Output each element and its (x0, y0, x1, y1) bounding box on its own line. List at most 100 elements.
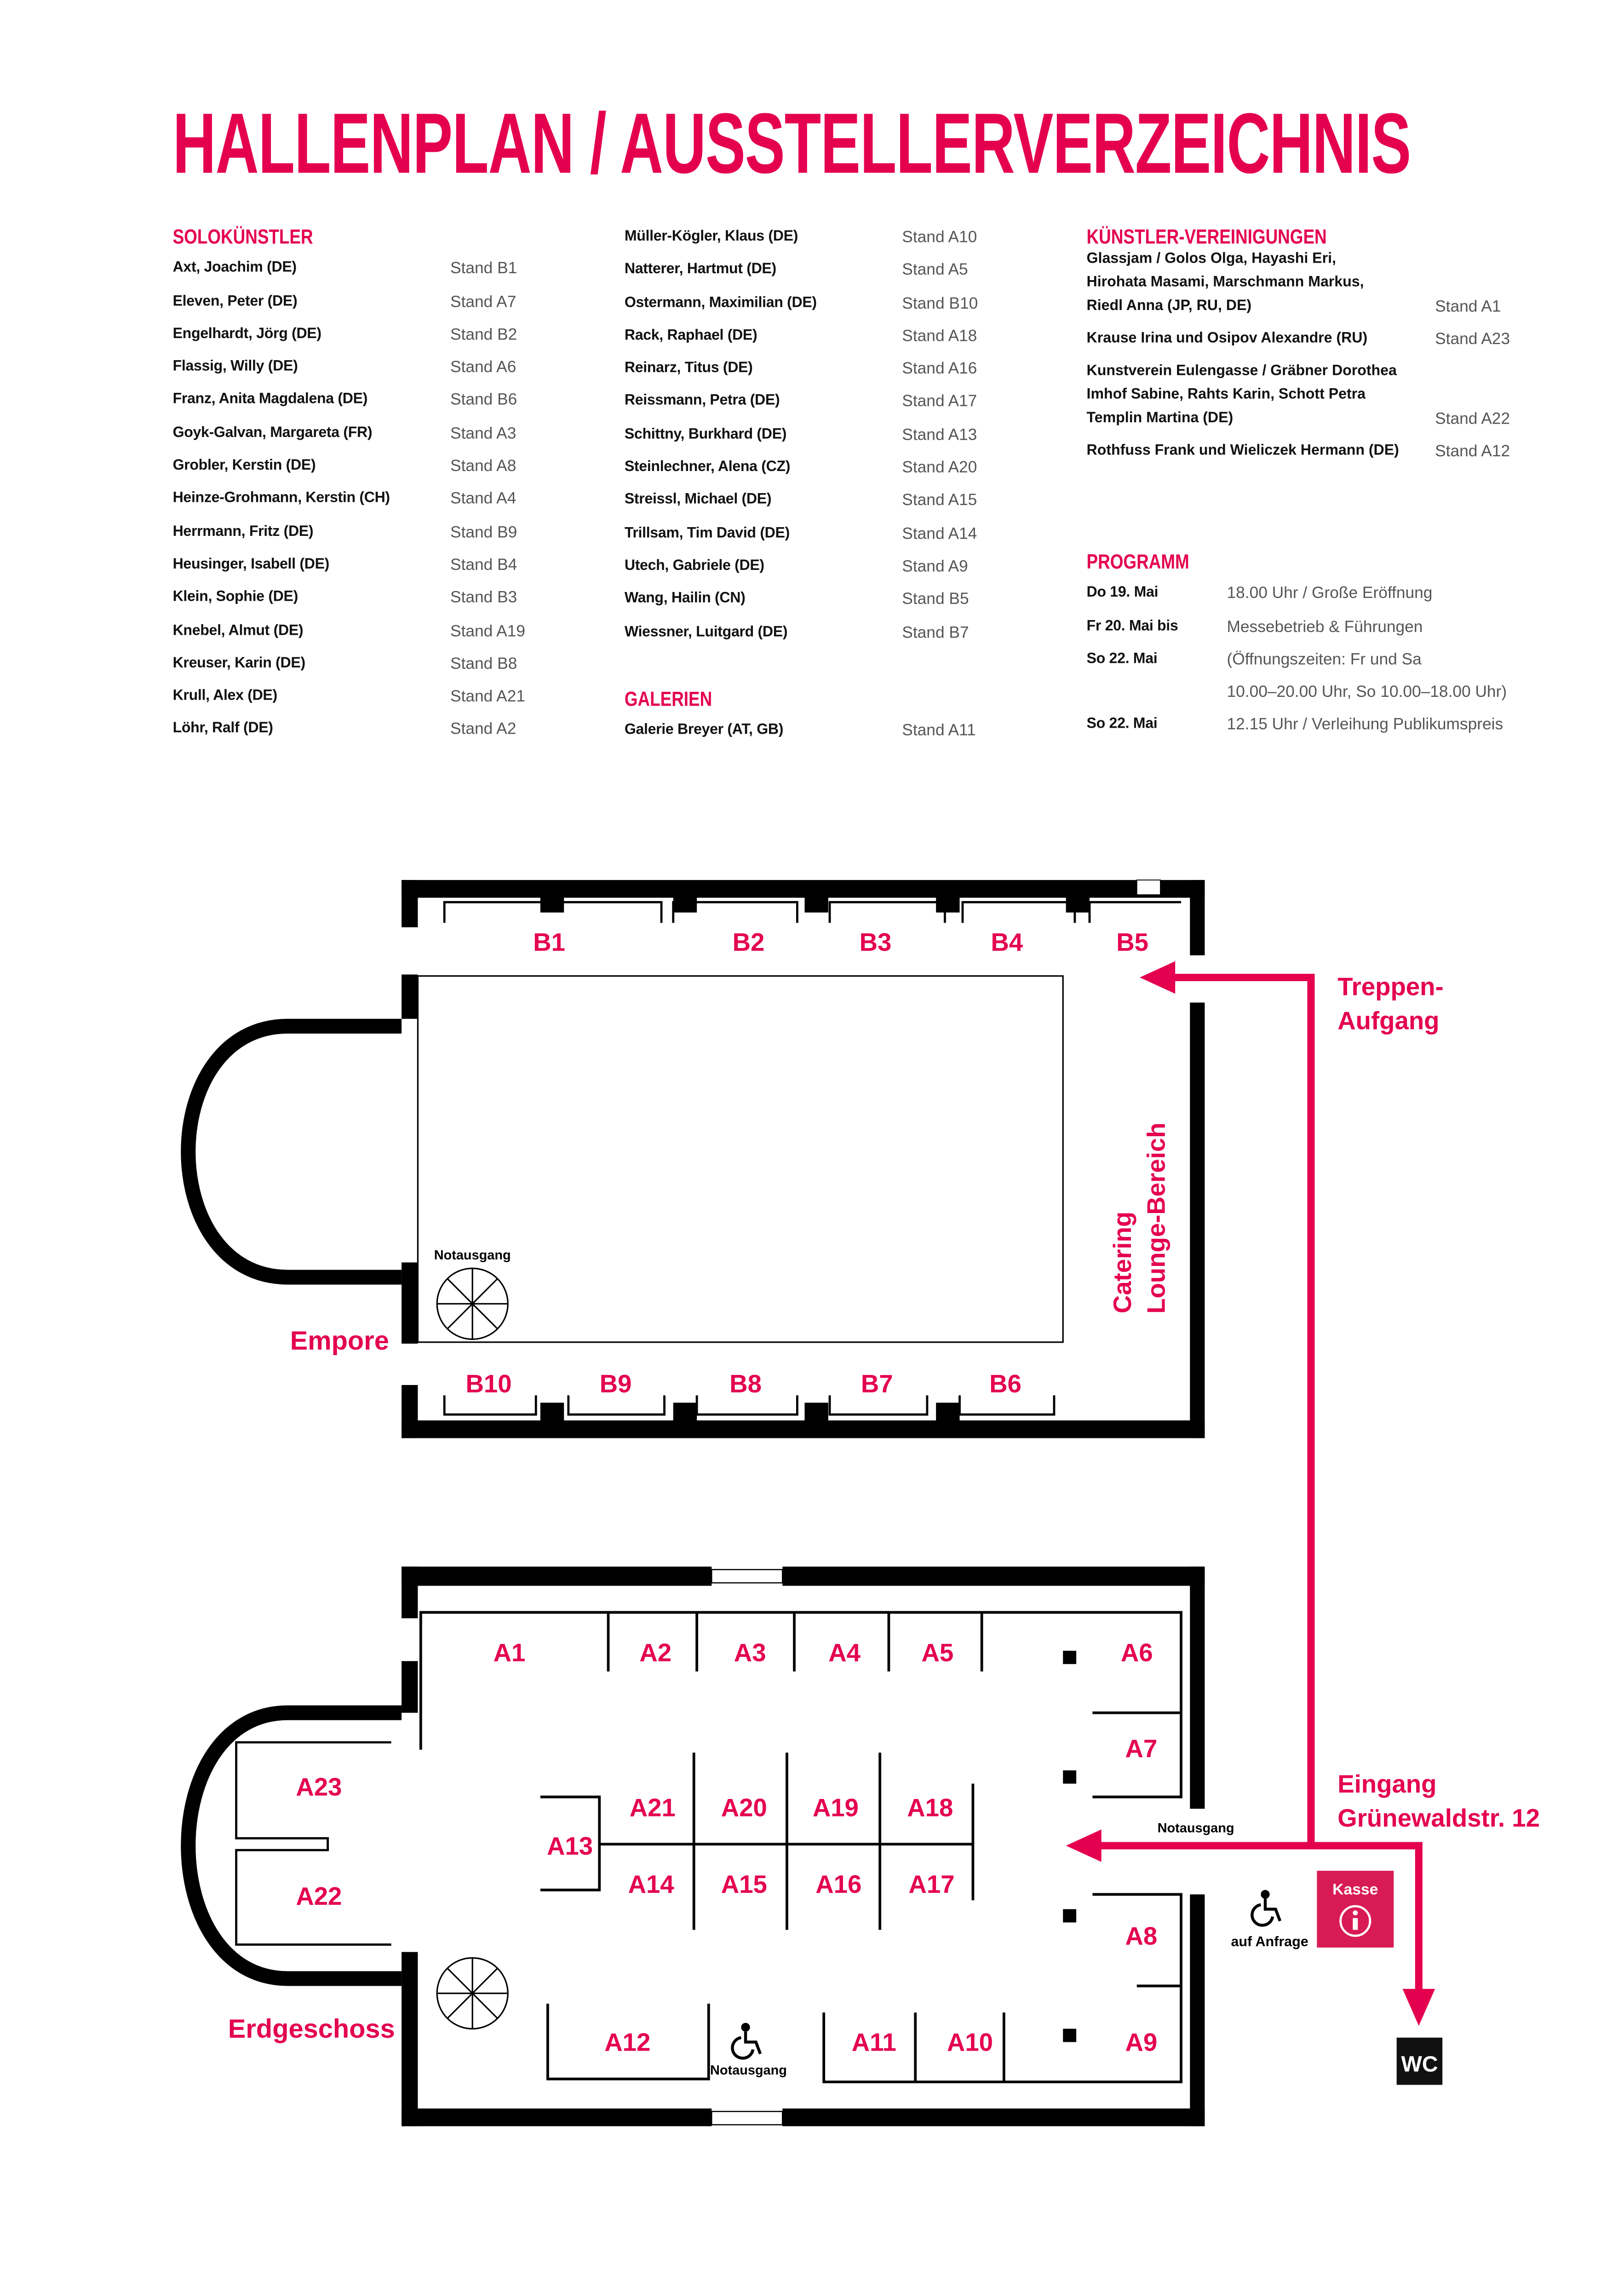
exhibitor-row: Kreuser, Karin (DE)Stand B8 (173, 648, 616, 681)
association-name-line: Glassjam / Golos Olga, Hayashi Eri, (1086, 251, 1336, 268)
stand-label-A23: A23 (296, 1773, 342, 1801)
route-arrows (1095, 973, 1423, 2001)
exhibitor-name: Kreuser, Karin (DE) (172, 655, 306, 672)
stand-number: Stand A17 (902, 393, 977, 411)
program-text: 10.00–20.00 Uhr, So 10.00–18.00 Uhr) (1227, 684, 1507, 702)
stand-number: Stand B6 (450, 392, 517, 410)
stand-label-A15: A15 (721, 1870, 767, 1898)
association-entry: Rothfuss Frank und Wieliczek Hermann (DE… (1087, 441, 1559, 464)
stand-number: Stand A19 (450, 622, 526, 640)
exhibitor-name: Utech, Gabriele (DE) (624, 558, 764, 575)
exhibitor-row: Reissmann, Petra (DE) Stand A17 (625, 386, 1067, 419)
exhibitor-name: Rack, Raphael (DE) (624, 328, 757, 344)
exhibitor-row: Krull, Alex (DE)Stand A21 (173, 681, 616, 714)
exhibitor-name: Krull, Alex (DE) (172, 688, 278, 705)
exhibitor-row: Klein, Sophie (DE)Stand B3 (173, 582, 616, 615)
exhibitor-name: Flassig, Willy (DE) (172, 359, 298, 375)
program-day: So 22. Mai (1086, 717, 1158, 733)
stand-number: Stand A15 (902, 492, 977, 510)
exhibitor-name: Wang, Hailin (CN) (624, 591, 746, 608)
stand-label-B5: B5 (1116, 928, 1148, 956)
treppen-label: Treppen- (1337, 973, 1443, 1001)
exhibitor-row: Reinarz, Titus (DE)Stand A16 (625, 353, 1067, 386)
eingang-label: Eingang (1337, 1770, 1436, 1798)
association-name-line: Krause Irina und Osipov Alexandre (RU) (1086, 331, 1368, 348)
stand-label-A21: A21 (630, 1793, 676, 1822)
stand-number: Stand B5 (902, 591, 969, 609)
auf-anfrage-label: auf Anfrage (1231, 1934, 1308, 1949)
exhibitor-name: Müller-Kögler, Klaus (DE) (624, 229, 798, 245)
stand-number: Stand A8 (450, 458, 516, 476)
notausgang-label: Notausgang (1158, 1821, 1234, 1836)
program-row: 10.00–20.00 Uhr, So 10.00–18.00 Uhr) (1087, 677, 1589, 710)
vereinigungen-column: KÜNSTLER-VEREINIGUNGEN Glassjam / Golos … (1087, 220, 1559, 473)
exhibitor-name: Eleven, Peter (DE) (172, 293, 298, 310)
exhibitor-row: Müller-Kögler, Klaus (DE)Stand A10 (625, 222, 1067, 255)
exhibitor-row: Knebel, Almut (DE) Stand A19 (173, 615, 616, 648)
stand-number: Stand A22 (1435, 411, 1510, 429)
exhibitor-row: Ostermann, Maximilian (DE)Stand B10 (625, 287, 1067, 321)
stand-label-A14: A14 (628, 1870, 675, 1898)
stand-label-A8: A8 (1125, 1922, 1157, 1950)
exhibitor-name: Wiessner, Luitgard (DE) (624, 624, 788, 640)
wc-label: WC (1401, 2052, 1438, 2077)
association-name-line: Rothfuss Frank und Wieliczek Hermann (DE… (1086, 443, 1399, 460)
stand-number: Stand B4 (450, 557, 517, 575)
stand-number: Stand A4 (450, 490, 516, 509)
stand-label-A16: A16 (815, 1870, 861, 1898)
stand-label-B9: B9 (600, 1370, 632, 1398)
arrow-left-icon (1066, 1829, 1102, 1862)
gallery-row: Galerie Breyer (AT, GB)Stand A11 (625, 715, 1067, 748)
exhibitor-name: Reissmann, Petra (DE) (624, 393, 780, 410)
exhibitor-row: Löhr, Ralf (DE)Stand A2 (173, 714, 616, 747)
lower-hall-walls (181, 1566, 1205, 2126)
association-entry: Kunstverein Eulengasse / Gräbner Dorothe… (1087, 361, 1559, 431)
programm-heading: PROGRAMM (1086, 549, 1189, 573)
kasse-box: Kasse (1317, 1871, 1394, 1948)
stand-number: Stand A14 (902, 525, 977, 543)
stand-label-A4: A4 (828, 1638, 861, 1667)
exhibitor-row: Wang, Hailin (CN) Stand B5 (625, 584, 1067, 617)
info-icon (1339, 1905, 1372, 1937)
exhibitor-name: Herrmann, Fritz (DE) (172, 523, 314, 540)
stand-label-A3: A3 (734, 1638, 766, 1667)
aufgang-label: Aufgang (1337, 1006, 1439, 1034)
exhibitor-name: Engelhardt, Jörg (DE) (172, 326, 322, 343)
exhibitor-name: Steinlechner, Alena (CZ) (624, 459, 791, 476)
exhibitor-name: Heusinger, Isabell (DE) (172, 557, 330, 573)
stand-number: Stand B9 (450, 523, 517, 542)
empore-label: Empore (290, 1326, 389, 1356)
stand-label-A1: A1 (494, 1638, 526, 1667)
exhibitor-name: Knebel, Almut (DE) (172, 622, 304, 639)
exhibitor-row: Grobler, Kerstin (DE) Stand A8 (173, 450, 616, 483)
gallery-name: Galerie Breyer (AT, GB) (624, 723, 784, 739)
stand-label-A10: A10 (947, 2029, 993, 2057)
exhibitor-name: Grobler, Kerstin (DE) (172, 458, 316, 474)
exhibitor-name: Streissl, Michael (DE) (624, 492, 772, 509)
exhibitor-row: Goyk-Galvan, Margareta (FR)Stand A3 (173, 418, 616, 451)
arrow-down-icon (1402, 1988, 1435, 2026)
exhibitor-row: Natterer, Hartmut (DE)Stand A5 (625, 254, 1067, 287)
stand-label-A6: A6 (1121, 1638, 1153, 1667)
stand-number: Stand A7 (450, 293, 516, 311)
association-entry: Glassjam / Golos Olga, Hayashi Eri,Hiroh… (1087, 248, 1559, 319)
exhibitor-name: Axt, Joachim (DE) (172, 260, 297, 277)
exhibitor-row: Franz, Anita Magdalena (DE)Stand B6 (173, 385, 616, 418)
kasse-label: Kasse (1332, 1880, 1378, 1898)
stand-number: Stand A18 (902, 328, 977, 345)
page-title: HALLENPLAN / AUSSTELLERVERZEICHNIS (172, 96, 1412, 192)
stand-label-B6: B6 (989, 1370, 1021, 1398)
exhibitor-name: Löhr, Ralf (DE) (172, 721, 273, 738)
program-day: Do 19. Mai (1086, 585, 1159, 602)
stand-label-B4: B4 (991, 928, 1023, 956)
program-row: So 22. Mai(Öffnungszeiten: Fr und Sa (1087, 644, 1589, 677)
notausgang-label: Notausgang (434, 1248, 511, 1263)
stand-label-B7: B7 (861, 1370, 893, 1398)
